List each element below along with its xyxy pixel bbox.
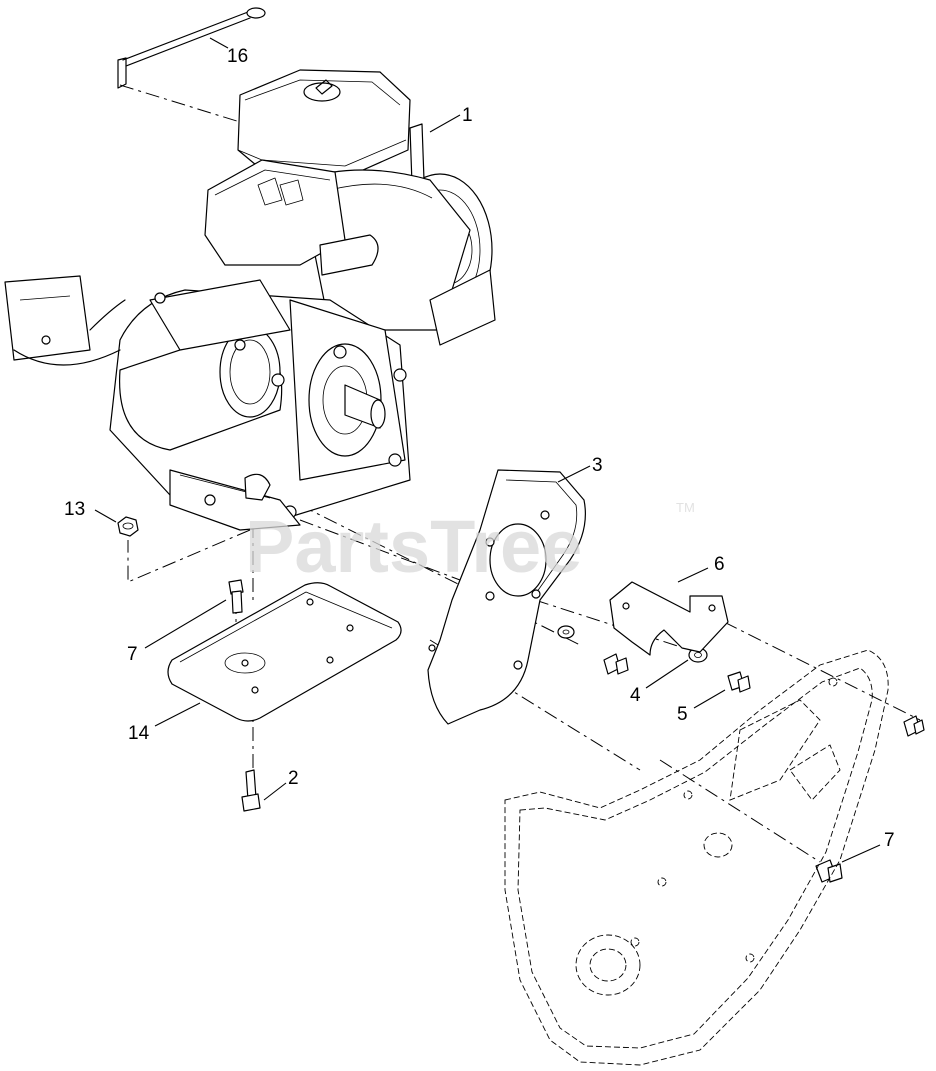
callout-7-upper: 7 bbox=[127, 644, 138, 665]
callout-2: 2 bbox=[288, 768, 299, 789]
assembly-centerlines bbox=[119, 84, 921, 863]
callout-labels: 16 1 3 6 4 5 13 7 14 2 7 bbox=[64, 46, 895, 851]
callout-7-lower: 7 bbox=[884, 830, 895, 851]
watermark-trademark: TM bbox=[676, 500, 695, 515]
part-14-plate bbox=[167, 582, 402, 722]
callout-3: 3 bbox=[592, 455, 603, 476]
part-7-bolt-upper bbox=[228, 579, 244, 614]
watermark-text: PartsTree bbox=[245, 505, 582, 588]
watermark: PartsTree TM bbox=[245, 500, 695, 588]
part-7-bolt-lower bbox=[815, 859, 843, 883]
part-1-engine bbox=[4, 69, 496, 531]
part-3-mount-plate bbox=[427, 469, 586, 725]
callout-4: 4 bbox=[630, 685, 641, 706]
bolt-middle bbox=[603, 653, 629, 675]
callout-1: 1 bbox=[462, 105, 473, 126]
callout-13: 13 bbox=[64, 499, 85, 520]
part-6-bracket bbox=[609, 581, 729, 656]
phantom-frame bbox=[504, 649, 889, 1066]
callout-16: 16 bbox=[227, 46, 248, 67]
part-13-nut bbox=[117, 516, 139, 537]
part-5-bolt bbox=[727, 671, 751, 693]
callout-14: 14 bbox=[128, 723, 150, 744]
part-16-rod bbox=[117, 7, 266, 89]
leader-lines bbox=[94, 37, 881, 863]
part-2-bolt bbox=[241, 769, 261, 812]
bolt-right-upper bbox=[903, 715, 925, 737]
callout-6: 6 bbox=[714, 554, 725, 575]
callout-5: 5 bbox=[677, 704, 688, 725]
washer-left bbox=[557, 625, 575, 639]
